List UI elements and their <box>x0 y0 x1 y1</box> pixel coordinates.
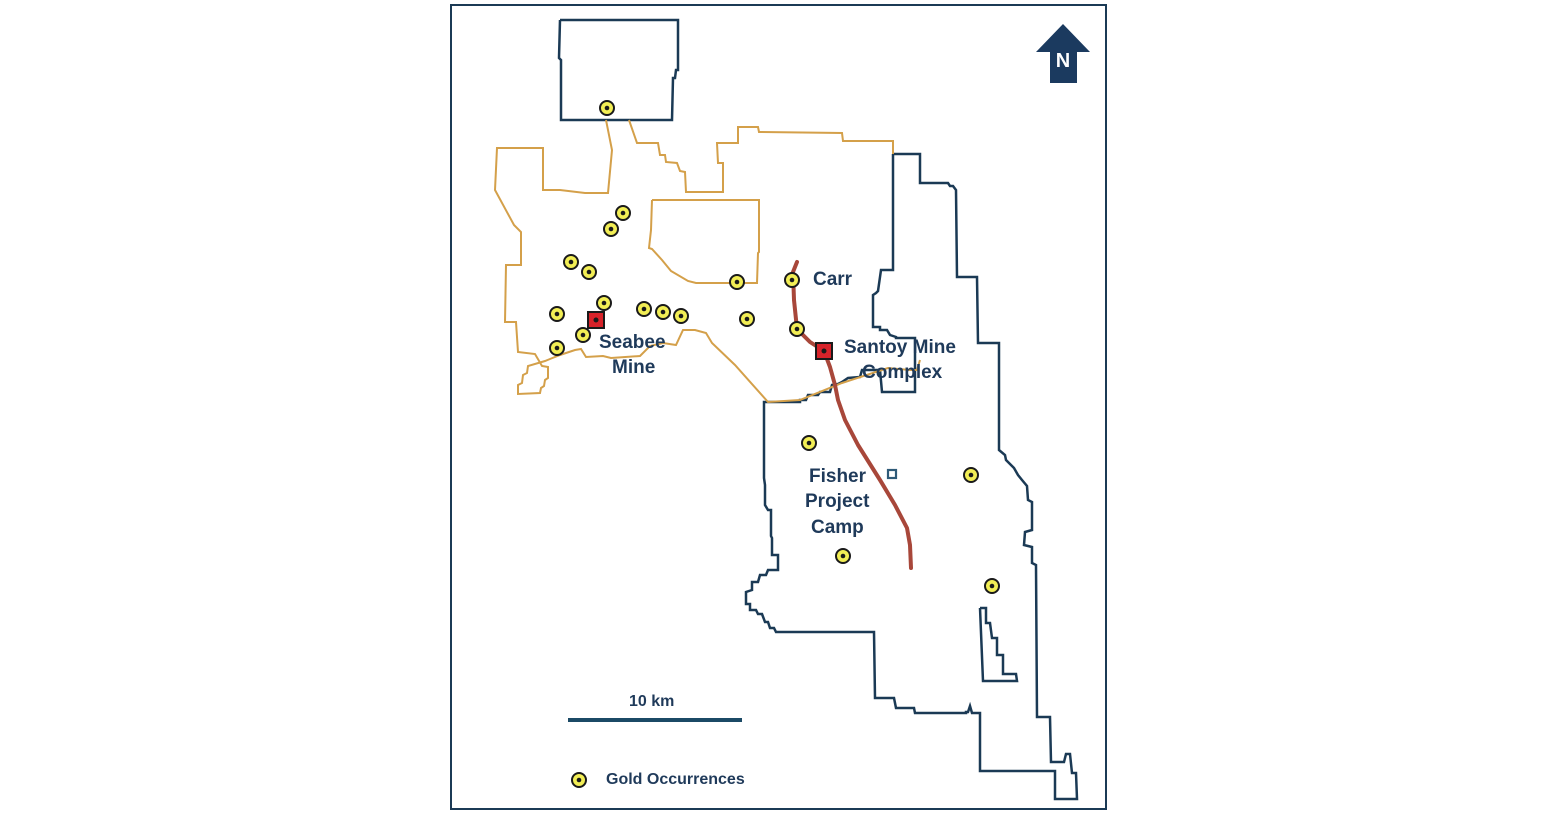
label-seabee-line1: Seabee <box>599 332 666 353</box>
fisher-camp-icon[interactable] <box>886 468 898 480</box>
gold-occurrence-icon[interactable] <box>603 221 619 237</box>
gold-occurrence-icon[interactable] <box>575 327 591 343</box>
gold-occurrence-icon[interactable] <box>789 321 805 337</box>
gold-occurrence-icon[interactable] <box>636 301 652 317</box>
gold-occurrence-icon[interactable] <box>615 205 631 221</box>
label-fisher-line3: Camp <box>811 517 864 538</box>
seabee-mine-icon[interactable] <box>587 311 605 329</box>
gold-occurrence-icon[interactable] <box>739 311 755 327</box>
seabee-property-boundary <box>493 119 921 404</box>
map-frame <box>450 4 1107 810</box>
gold-occurrence-icon[interactable] <box>549 340 565 356</box>
fisher-main-boundary <box>744 152 1079 801</box>
gold-occurrence-icon[interactable] <box>655 304 671 320</box>
fisher-inner-strip-boundary <box>978 606 1019 683</box>
gold-occurrence-icon[interactable] <box>835 548 851 564</box>
gold-occurrence-icon[interactable] <box>549 306 565 322</box>
gold-occurrence-icon[interactable] <box>673 308 689 324</box>
gold-occurrence-icon[interactable] <box>581 264 597 280</box>
gold-occurrence-icon[interactable] <box>596 295 612 311</box>
label-fisher-line1: Fisher <box>809 466 867 487</box>
santoy-mine-icon[interactable] <box>815 342 833 360</box>
north-arrow-label: N <box>1055 50 1071 72</box>
legend-gold-label: Gold Occurrences <box>606 771 745 788</box>
legend-gold-icon <box>571 772 587 788</box>
gold-occurrences-layer <box>549 100 1000 594</box>
gold-occurrence-icon[interactable] <box>729 274 745 290</box>
seabee-north-boundary <box>628 119 894 193</box>
gold-occurrence-icon[interactable] <box>599 100 615 116</box>
gold-occurrence-icon[interactable] <box>563 254 579 270</box>
north-arrow-icon <box>1036 24 1090 83</box>
label-fisher-line2: Project <box>805 491 870 512</box>
gold-occurrence-icon[interactable] <box>801 435 817 451</box>
gold-occurrence-icon[interactable] <box>784 272 800 288</box>
label-santoy-line1: Santoy Mine <box>844 337 956 358</box>
gold-occurrence-icon[interactable] <box>984 578 1000 594</box>
fisher-north-block-boundary <box>557 18 680 122</box>
seabee-inner-exclusion <box>647 199 760 284</box>
label-santoy-line2: Complex <box>862 362 943 383</box>
scale-bar-label: 10 km <box>629 693 675 710</box>
gold-occurrence-icon[interactable] <box>963 467 979 483</box>
label-seabee-line2: Mine <box>612 357 656 378</box>
label-carr: Carr <box>813 269 853 290</box>
road-line <box>791 260 913 570</box>
